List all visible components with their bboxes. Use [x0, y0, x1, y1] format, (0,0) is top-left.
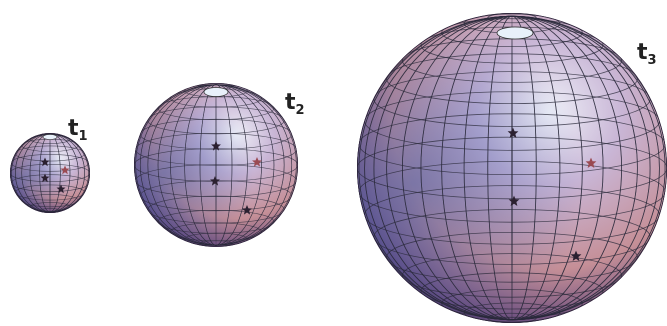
label-t2: t2	[285, 90, 305, 118]
sphere-outline	[10, 132, 90, 213]
label-t1: t1	[68, 116, 88, 144]
label-t3: t3	[637, 40, 657, 68]
latitude-line	[10, 163, 90, 183]
sphere-t1-pole	[42, 134, 58, 140]
longitude-line	[39, 133, 61, 213]
sphere-t2	[133, 83, 298, 247]
longitude-line	[511, 15, 513, 321]
sphere-t3-pole	[496, 26, 534, 40]
longitude-line	[487, 15, 537, 321]
sphere-outline	[133, 83, 298, 247]
sphere-t3	[357, 13, 667, 323]
sphere-t1-shade	[10, 133, 90, 213]
sphere-t2-pole	[203, 87, 229, 97]
sphere-t1	[10, 132, 90, 213]
longitude-line	[199, 84, 233, 246]
